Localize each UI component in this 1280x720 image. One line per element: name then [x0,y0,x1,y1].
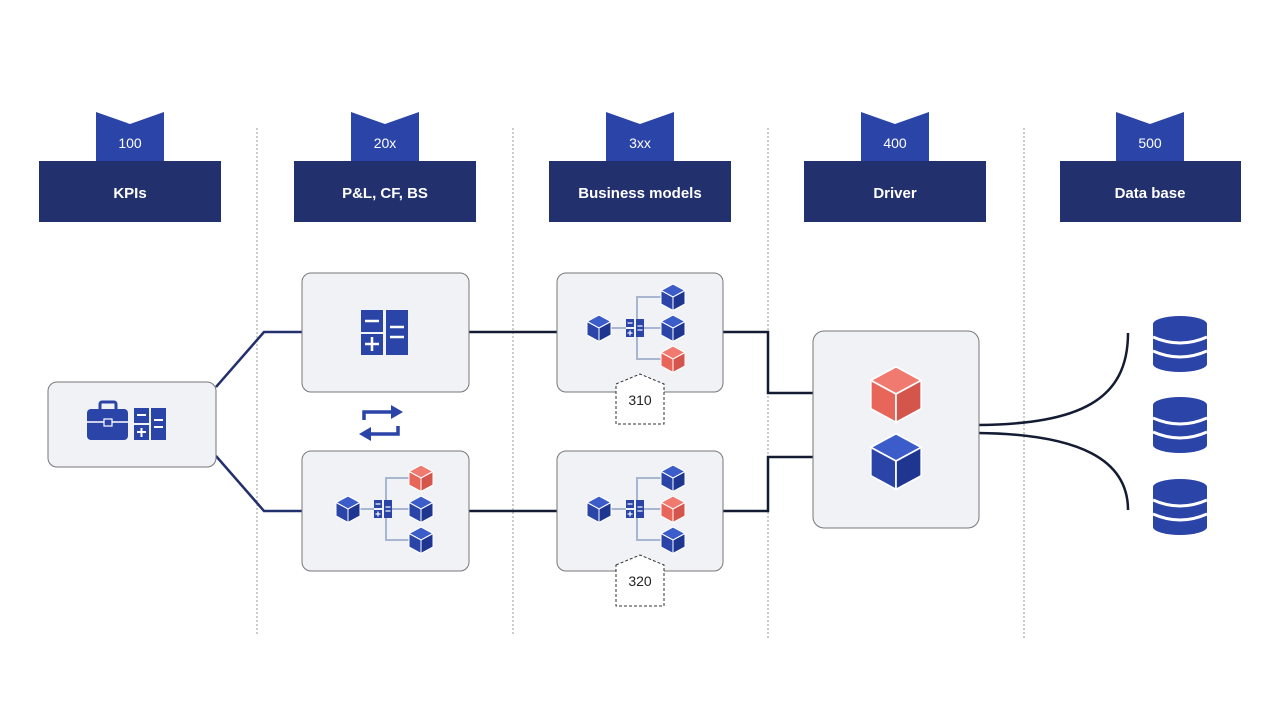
column-header-business-models: 3xx Business models [549,112,731,222]
header-code: 3xx [629,135,651,151]
business-model-node-top [556,272,724,393]
header-label: Data base [1115,185,1186,202]
header-code: 100 [118,135,142,151]
briefcase-icon [87,400,128,440]
header-code: 500 [1138,135,1162,151]
cube-icon [869,365,923,424]
database-stack [1151,314,1209,537]
tag-310: 310 [615,373,665,425]
column-header-pl-cf-bs: 20x P&L, CF, BS [294,112,476,222]
header-label: Business models [578,185,701,202]
kpi-node [47,381,217,468]
header-label: Driver [873,185,917,202]
cube-icon [869,432,923,491]
connector-lines [215,330,1130,513]
column-header-data-base: 500 Data base [1060,112,1241,222]
calculator-icon [361,310,408,355]
calculator-icon [134,408,166,440]
tag-320: 320 [615,554,665,607]
swap-arrows-icon [359,405,403,441]
driver-node [812,330,980,529]
header-label: P&L, CF, BS [342,185,428,202]
column-header-driver: 400 Driver [804,112,986,222]
tag-label: 310 [628,392,652,408]
tag-label: 320 [628,573,652,589]
header-label: KPIs [113,185,146,202]
pl-node-calculator [301,272,470,393]
header-code: 400 [883,135,907,151]
pl-node-tree [301,450,470,572]
column-header-kpis: 100 KPIs [39,112,221,222]
header-code: 20x [374,135,397,151]
business-model-node-bottom [556,450,724,572]
